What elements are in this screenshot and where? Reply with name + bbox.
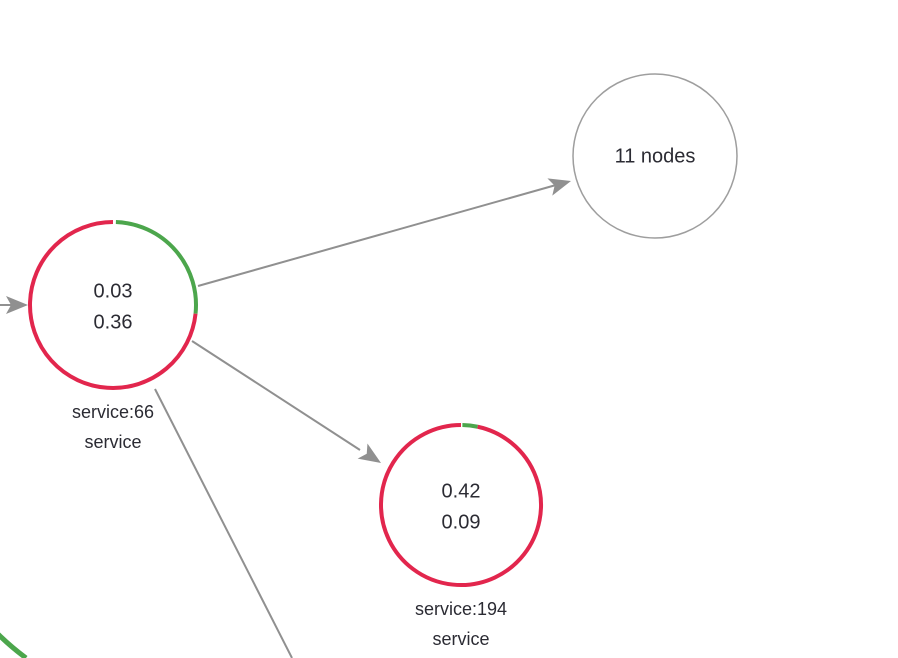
edge-arrowhead-icon [6, 296, 28, 314]
service-node-arc-1[interactable] [28, 220, 198, 390]
group-node-label: 11 nodes [615, 145, 696, 167]
edge-edge-service-66-to-offscreen-bottom[interactable] [154, 388, 293, 658]
service-node-arc-0[interactable] [462, 423, 479, 429]
edge-arrowhead-icon [547, 178, 571, 196]
node-layer: 0.03 0.36 service:66 service 0.42 0.09 service… [28, 73, 738, 649]
service-node-fill[interactable] [381, 425, 541, 585]
edge-edge-service-66-to-service-194[interactable] [191, 340, 386, 471]
edge-line [154, 388, 293, 658]
service-node-arc-0[interactable] [115, 220, 198, 314]
node-caption-name: service:66 [72, 402, 154, 422]
edge-line [197, 184, 557, 287]
service-node-arc-1[interactable] [379, 423, 543, 587]
node-group-11-nodes[interactable]: 11 nodes [572, 73, 738, 239]
node-caption-name: service:194 [415, 599, 507, 619]
group-node-circle[interactable] [572, 73, 738, 239]
edge-line [191, 340, 361, 451]
node-metric-bottom: 0.09 [442, 511, 481, 533]
edge-edge-in-to-service-66[interactable] [0, 296, 28, 314]
node-service-66[interactable]: 0.03 0.36 service:66 service [28, 220, 198, 452]
node-metric-top: 0.42 [442, 480, 481, 502]
partial-node-arc-offscreen-node-bottom-left[interactable] [0, 632, 28, 658]
node-service-194[interactable]: 0.42 0.09 service:194 service [379, 423, 543, 649]
edge-edge-service-66-to-group[interactable] [197, 172, 573, 287]
node-caption-type: service [432, 629, 489, 649]
service-node-fill[interactable] [30, 222, 196, 388]
edge-layer [0, 172, 573, 658]
node-metric-top: 0.03 [94, 280, 133, 302]
node-metric-bottom: 0.36 [94, 311, 133, 333]
partial-node-layer [0, 632, 28, 658]
edge-arrowhead-icon [357, 443, 381, 463]
node-caption-type: service [84, 432, 141, 452]
